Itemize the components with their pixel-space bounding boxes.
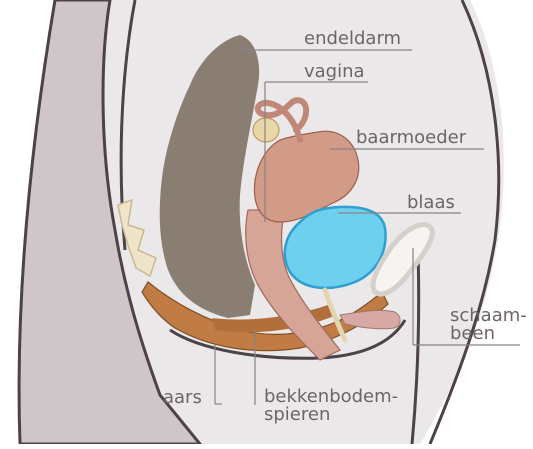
label-aars: aars	[163, 388, 202, 407]
label-baarmoeder: baarmoeder	[356, 128, 466, 147]
ovary	[253, 118, 279, 142]
label-schaambeen: schaam- been	[450, 307, 527, 343]
label-bekkenbodemspieren: bekkenbodem- spieren	[264, 388, 398, 424]
label-schaambeen-line2: been	[450, 325, 527, 343]
label-blaas: blaas	[407, 193, 455, 212]
label-vagina: vagina	[304, 62, 365, 81]
label-endeldarm: endeldarm	[304, 29, 401, 48]
label-bekken-line2: spieren	[264, 406, 398, 424]
